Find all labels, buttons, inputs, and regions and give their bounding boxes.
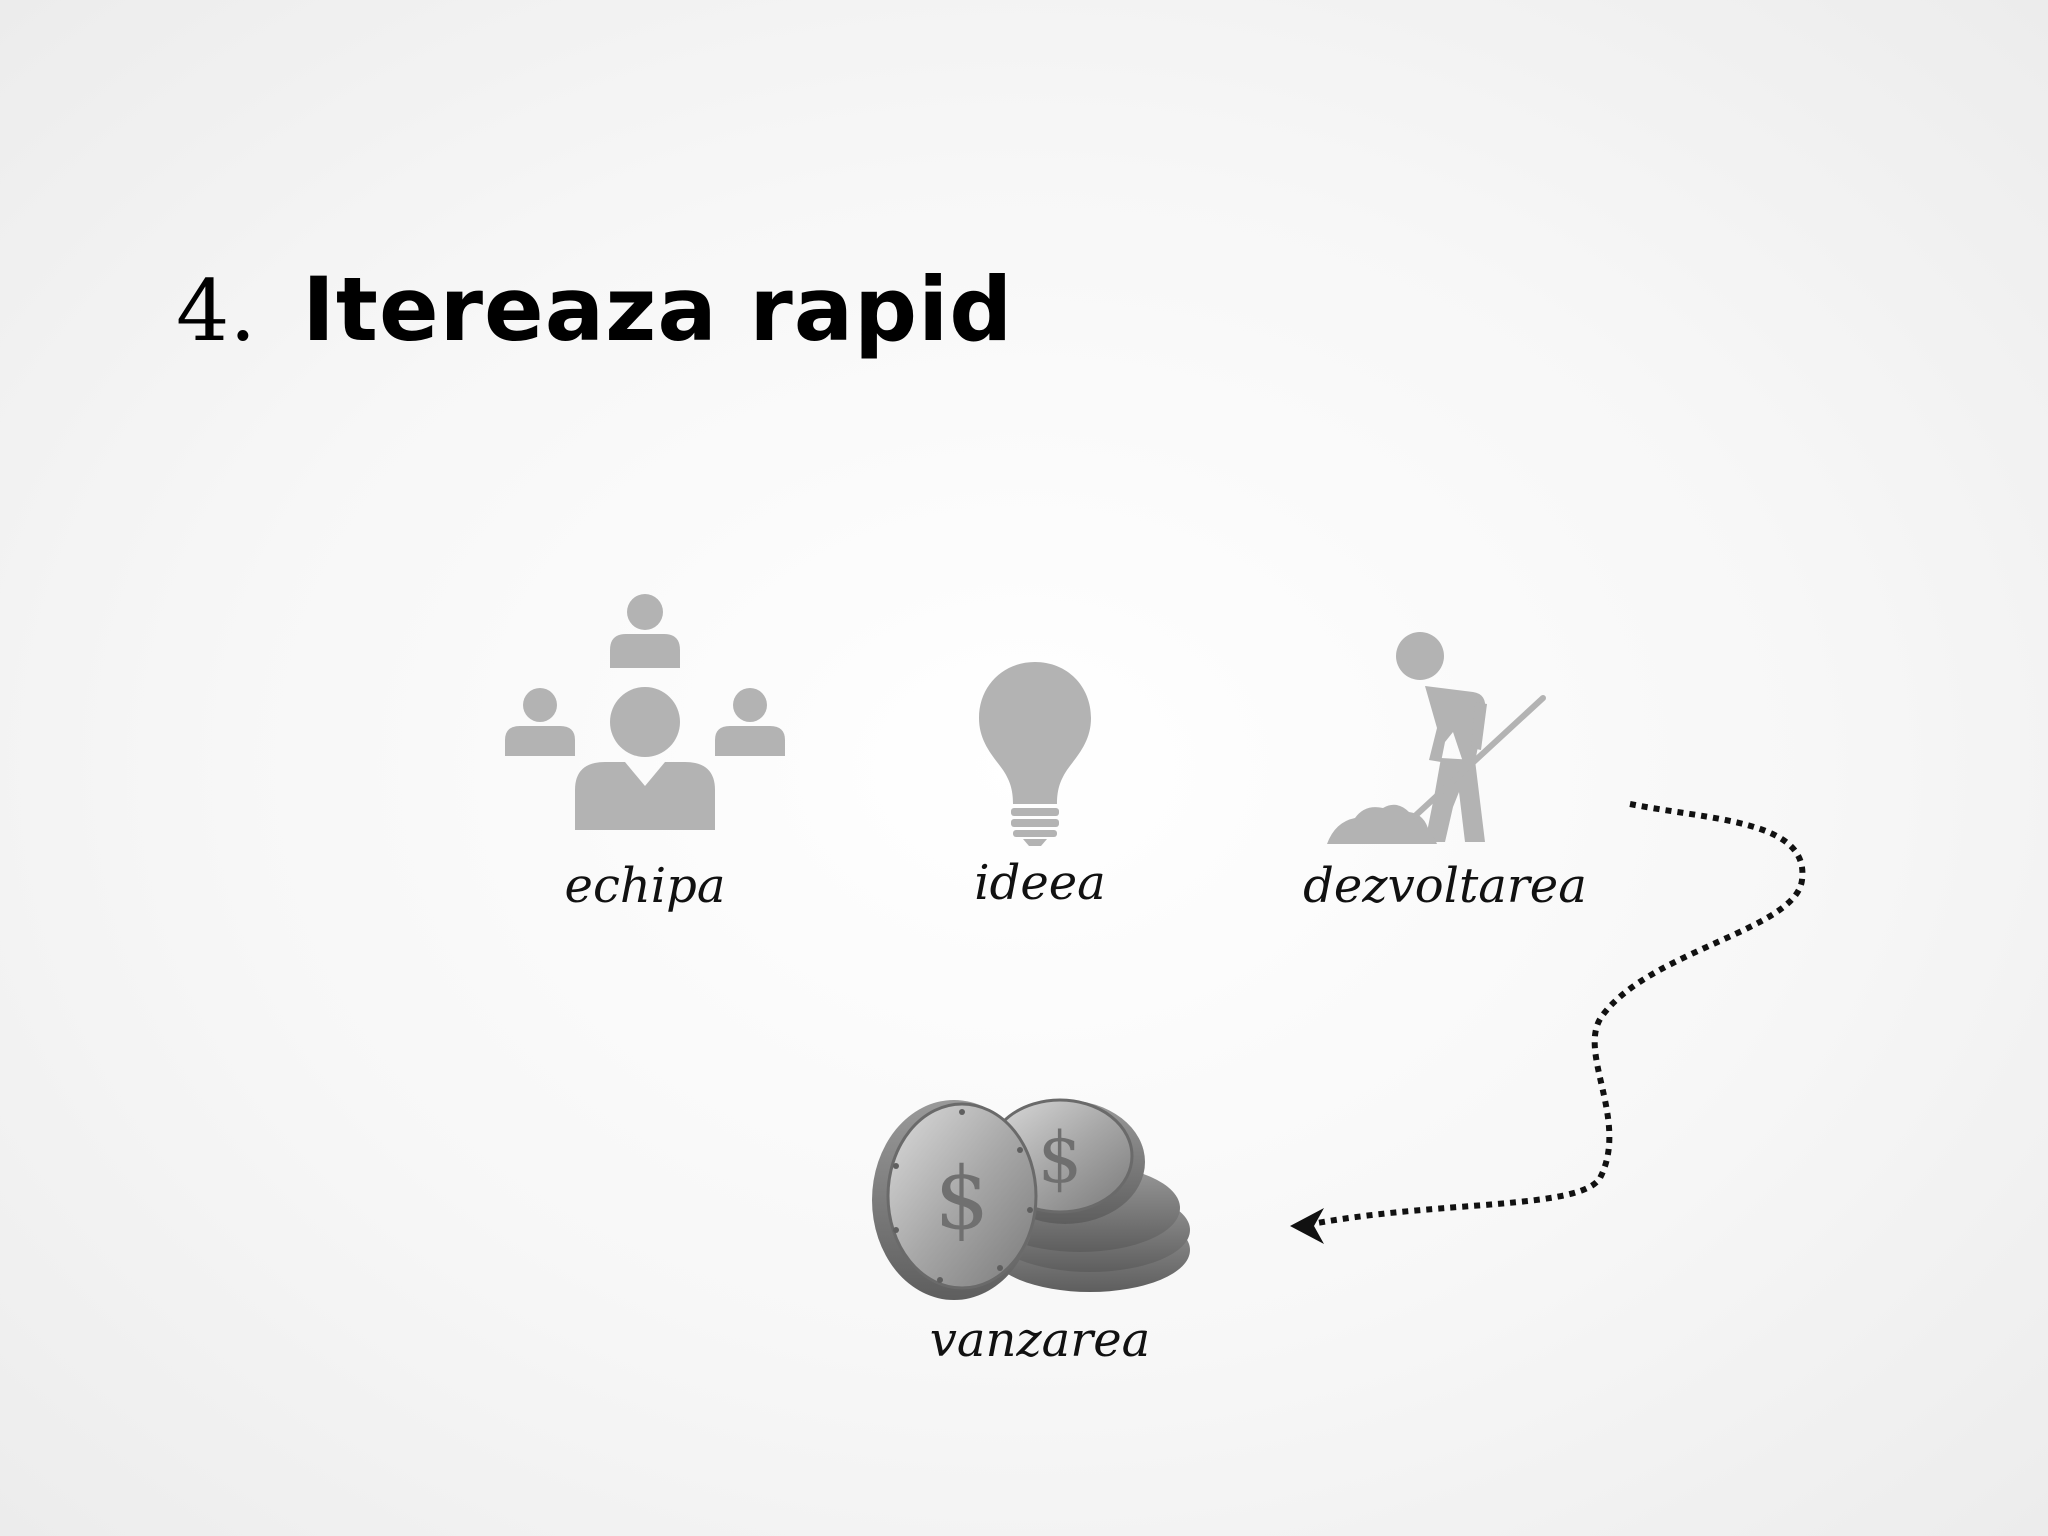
step-label-vanzarea: vanzarea [929,1312,1151,1368]
dotted-arrow-icon [1290,801,1806,1244]
team-icon [505,594,785,830]
slide-title: 4. Itereaza rapid [176,258,1013,368]
step-label-echipa: echipa [564,858,726,914]
title-text: Itereaza rapid [302,258,1014,361]
title-number: 4. [176,262,257,360]
step-label-ideea: ideea [974,855,1106,911]
svg-text:$: $ [1038,1117,1083,1199]
step-label-dezvoltarea: dezvoltarea [1303,858,1587,914]
lightbulb-icon [979,662,1091,846]
coins-icon: $ $ [872,1098,1190,1300]
svg-text:$: $ [935,1149,990,1249]
worker-digging-icon [1327,632,1546,844]
